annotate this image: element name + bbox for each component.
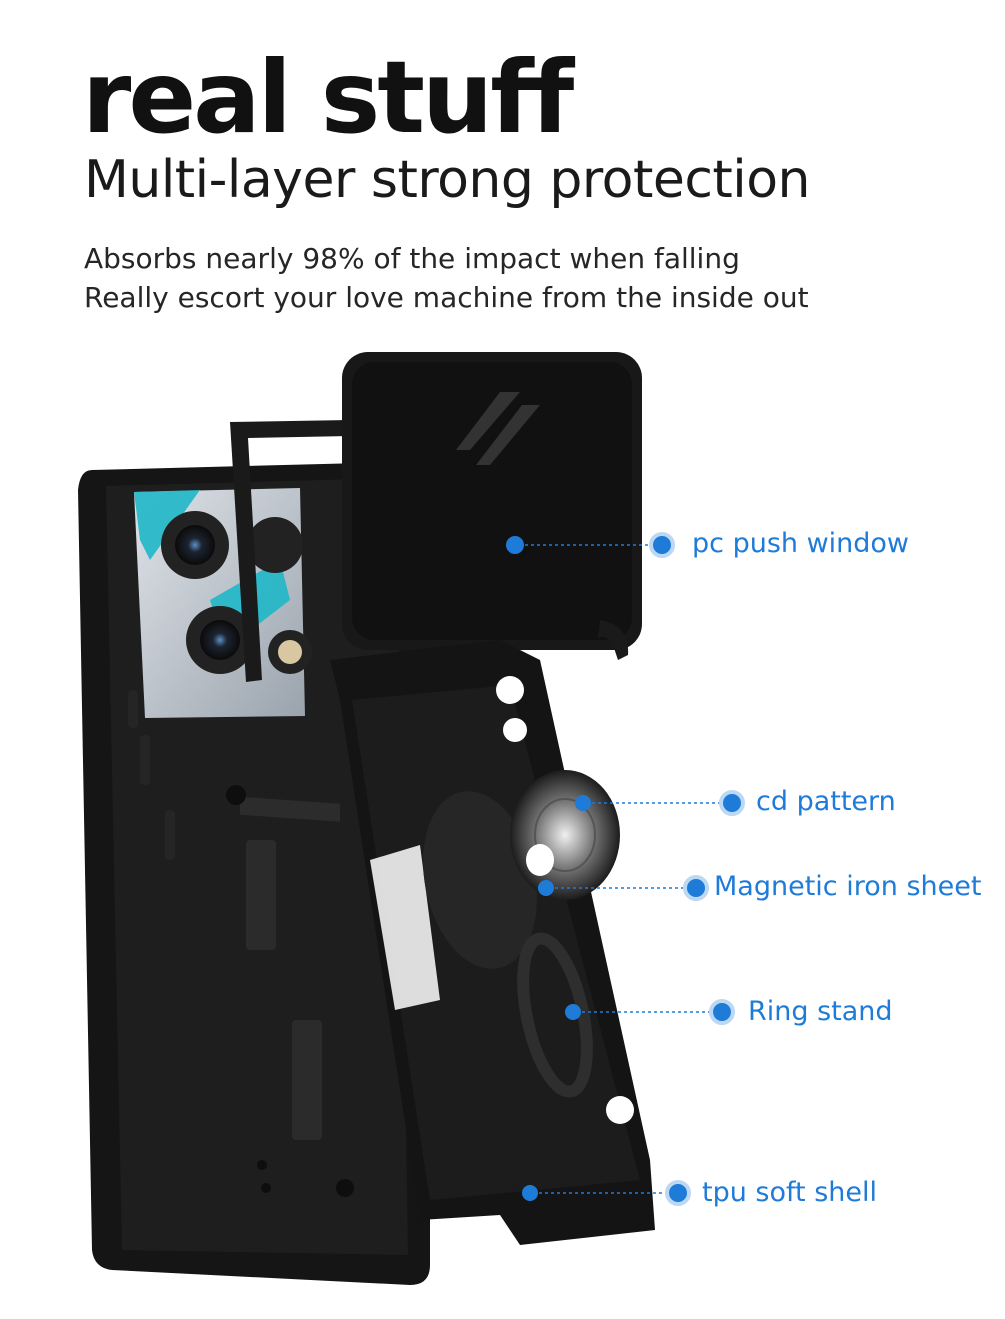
callout-label-magnetic-iron-sheet: Magnetic iron sheet xyxy=(714,871,982,902)
callout-label-tpu-soft-shell: tpu soft shell xyxy=(702,1177,877,1208)
callout-pointer-magnetic-iron-sheet xyxy=(538,875,709,901)
callout-pointer-ring-stand xyxy=(565,999,735,1025)
cd-pattern-ring xyxy=(510,770,620,900)
phone-case-illustration xyxy=(78,352,745,1285)
callout-label-ring-stand: Ring stand xyxy=(748,996,893,1027)
phone-camera-module xyxy=(134,488,312,718)
front-case-shell xyxy=(330,640,655,1245)
window-frame xyxy=(230,420,350,682)
description-line-1: Absorbs nearly 98% of the impact when fa… xyxy=(84,242,740,275)
pc-push-window xyxy=(342,352,642,660)
callout-label-cd-pattern: cd pattern xyxy=(756,786,896,817)
callout-pointer-tpu-soft-shell xyxy=(522,1180,691,1206)
page-subtitle: Multi-layer strong protection xyxy=(84,150,811,210)
callout-pointer-pc-push-window xyxy=(506,532,675,558)
callout-label-pc-push-window: pc push window xyxy=(692,528,910,559)
callout-pointer-cd-pattern xyxy=(575,790,745,816)
page-title: real stuff xyxy=(82,39,574,156)
description-line-2: Really escort your love machine from the… xyxy=(84,281,809,314)
